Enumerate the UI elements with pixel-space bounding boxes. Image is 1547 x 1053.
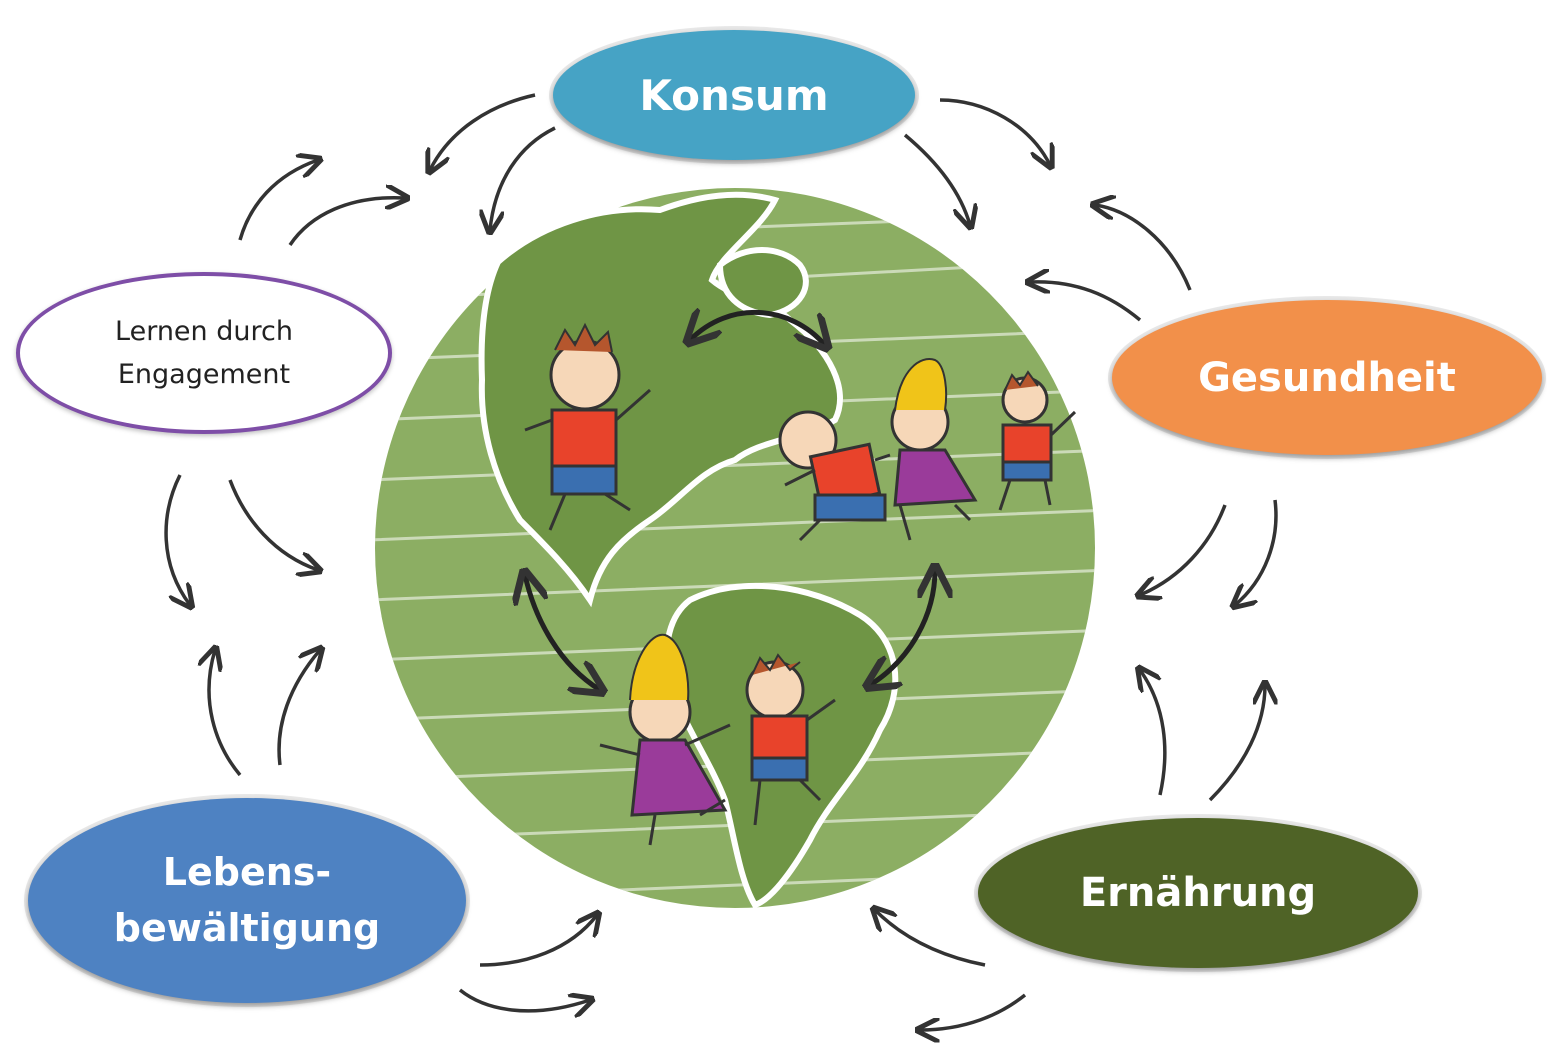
arrow-lernen-to-lebens-b <box>228 479 318 570</box>
globe-arrows <box>525 312 935 690</box>
figure-boy-bottom <box>745 653 836 826</box>
figure-boy-top-left <box>524 322 651 531</box>
node-konsum: Konsum <box>553 30 915 160</box>
arrow-lernen-to-konsum-a <box>238 160 318 241</box>
node-lebensbewaeltigung: Lebens- bewältigung <box>28 798 466 1003</box>
continent-greenland <box>716 247 809 319</box>
arrow-gesundheit-to-globe <box>1030 282 1142 322</box>
arrow-konsum-to-gesundheit-a <box>939 98 1050 165</box>
arrow-gesundheit-to-ernaehrung-a <box>1140 504 1227 595</box>
arrow-konsum-to-globe <box>490 126 556 230</box>
arrow-konsum-to-lernen-a <box>430 93 536 170</box>
figure-girl-top-right <box>890 358 978 541</box>
node-lebensbewaeltigung-label: Lebens- bewältigung <box>113 850 381 950</box>
figure-boy-running <box>778 410 891 542</box>
arrow-ernaehrung-to-gesundheit-b <box>1208 685 1265 802</box>
arrow-lebens-to-globe-b <box>458 988 590 1011</box>
node-lernen-label: Lernen durch Engagement <box>115 315 293 390</box>
globe-arrow-right <box>870 570 935 685</box>
arrow-lebens-to-lernen-a <box>209 650 242 777</box>
arrow-ernaehrung-to-globe <box>875 910 986 967</box>
arrow-lebens-to-lernen-b <box>277 650 320 766</box>
node-konsum-label: Konsum <box>639 70 829 120</box>
figure-boy-small-right <box>998 370 1077 511</box>
globe <box>375 188 1095 909</box>
arrow-ernaehrung-to-gesundheit-a <box>1140 670 1167 796</box>
arrow-konsum-to-globe-right <box>903 133 970 225</box>
arrow-lernen-to-lebens-a <box>164 474 190 605</box>
arrow-lebens-to-globe-a <box>479 915 597 967</box>
node-ernaehrung: Ernährung <box>978 818 1418 968</box>
node-ernaehrung-label: Ernährung <box>1079 870 1317 916</box>
node-gesundheit: Gesundheit <box>1112 300 1542 455</box>
cycle-arrows <box>164 93 1278 1030</box>
figure-girl-bottom <box>599 633 731 846</box>
globe-arrow-top <box>690 312 825 345</box>
arrow-gesundheit-to-konsum <box>1095 205 1192 291</box>
globe-arrow-left <box>525 575 600 690</box>
arrow-ernaehrung-to-lebens <box>920 993 1027 1030</box>
node-lernen-durch-engagement: Lernen durch Engagement <box>16 272 392 434</box>
node-gesundheit-label: Gesundheit <box>1198 354 1456 401</box>
arrow-gesundheit-to-ernaehrung-b <box>1235 499 1278 605</box>
arrow-lernen-to-konsum-b <box>288 198 405 246</box>
